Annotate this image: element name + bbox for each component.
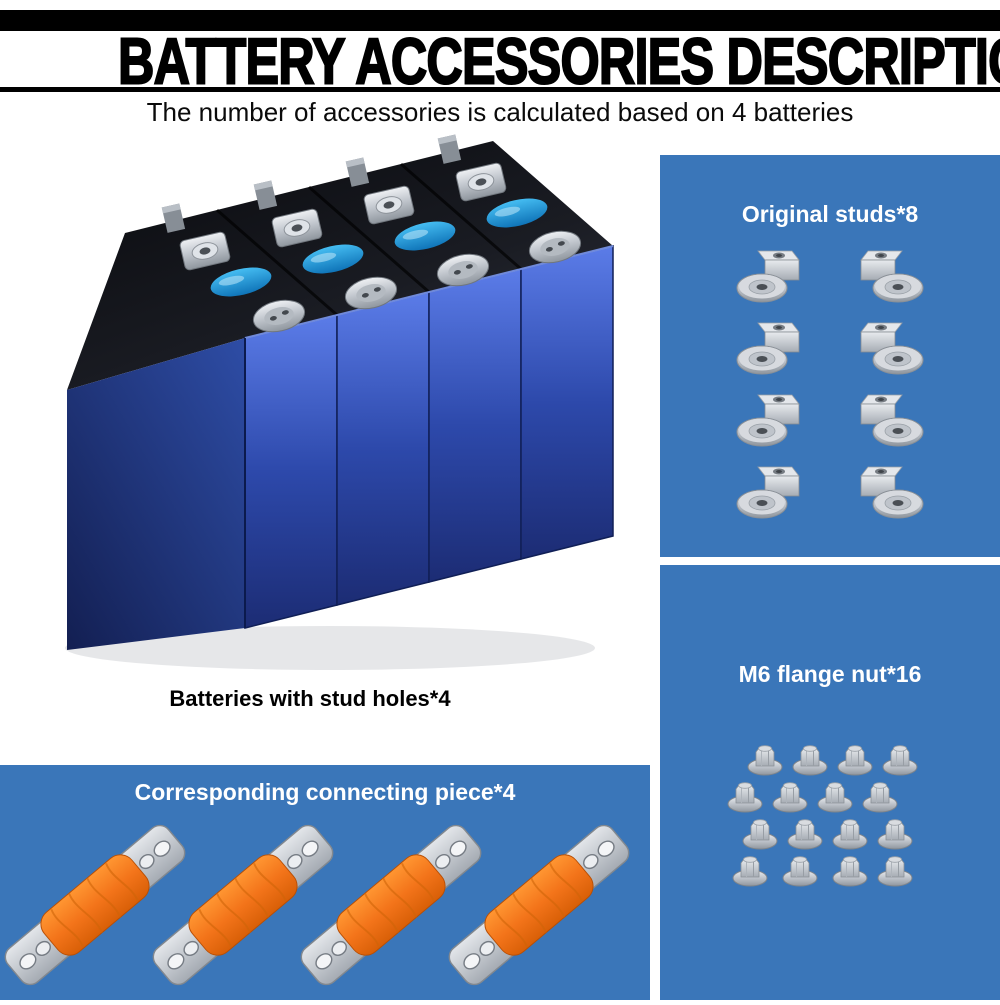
page-title: BATTERY ACCESSORIES DESCRIPTION — [0, 25, 1000, 99]
battery-pack-photo — [35, 128, 635, 683]
title-divider — [0, 87, 1000, 92]
studs-panel-title: Original studs*8 — [741, 201, 919, 227]
page-title-text: BATTERY ACCESSORIES DESCRIPTION — [117, 25, 1000, 99]
studs-grid — [660, 244, 1000, 524]
nuts-panel: M6 flange nut*16 — [660, 565, 1000, 1000]
battery-caption: Batteries with stud holes*4 — [169, 686, 451, 711]
stud-photo — [717, 244, 827, 308]
stud-photo — [833, 388, 943, 452]
connectors-row — [0, 805, 650, 1000]
stud-photo — [833, 316, 943, 380]
battery-pack-illustration — [65, 133, 614, 670]
stud-photo — [833, 460, 943, 524]
studs-panel: Original studs*8 — [660, 155, 1000, 557]
stud-photo — [717, 316, 827, 380]
top-black-bar — [0, 10, 1000, 31]
stud-photo — [717, 388, 827, 452]
subtitle: The number of accessories is calculated … — [146, 97, 854, 127]
flange-nut-cluster-photo — [727, 745, 918, 887]
connectors-panel: Corresponding connecting piece*4 — [0, 765, 650, 1000]
connector-photo — [441, 817, 637, 993]
stud-photo — [833, 244, 943, 308]
nuts-panel-title: M6 flange nut*16 — [738, 661, 922, 687]
stud-photo — [717, 460, 827, 524]
connectors-panel-title: Corresponding connecting piece*4 — [134, 779, 516, 805]
